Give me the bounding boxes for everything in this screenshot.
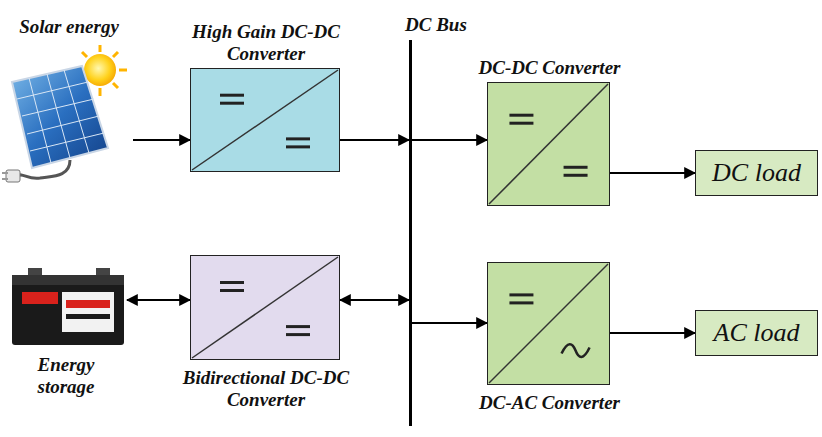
connector-arrow: [340, 139, 409, 141]
connector-arrow: [610, 172, 695, 174]
block-heading: Solar energy: [4, 16, 134, 38]
terminal: [96, 268, 110, 276]
solar-source: Solar energy: [5, 42, 133, 186]
sun: [84, 54, 116, 86]
connector-arrow: [412, 139, 487, 141]
connector-arrow: [127, 299, 190, 301]
converter-box: DC-AC Converter: [487, 262, 610, 385]
converter-box: Bidirectional DC-DC Converter: [190, 255, 340, 360]
load-box: DC load: [695, 150, 818, 196]
diagonal: [489, 84, 608, 204]
panel-grid: [17, 70, 104, 163]
dc-sign: [509, 114, 533, 117]
terminal: [28, 268, 42, 276]
battery-body: [12, 275, 124, 345]
battery-picture: [12, 268, 124, 345]
dc-sign: [220, 94, 244, 97]
block-heading: Energy storage: [11, 354, 121, 398]
converter-symbol: [192, 257, 338, 358]
dc-sign: [564, 174, 588, 177]
dc-sign: [220, 102, 244, 105]
battery-label: [62, 292, 114, 332]
solar-panel-picture: [2, 45, 127, 182]
block-heading: DC Bus: [405, 14, 495, 36]
dc-sign: [286, 325, 310, 328]
converter-symbol: [489, 264, 608, 383]
converter-box: High Gain DC-DC Converter: [190, 68, 340, 172]
converter-box: DC-DC Converter: [487, 82, 610, 206]
load-label: AC load: [714, 318, 800, 348]
diagonal: [489, 264, 608, 383]
dc-sign: [286, 333, 310, 336]
storage-source: Energy storage: [5, 266, 127, 346]
diagonal: [192, 70, 338, 170]
diagonal: [192, 257, 338, 358]
dc-sign: [220, 289, 244, 292]
dc-sign: [509, 301, 533, 304]
block-heading: DC-DC Converter: [465, 57, 635, 79]
load-box: AC load: [695, 310, 818, 356]
cable: [18, 160, 70, 178]
dc-sign: [220, 281, 244, 284]
converter-symbol: [192, 70, 338, 170]
plug: [6, 170, 20, 182]
dc-sign: [509, 293, 533, 296]
dc-sign: [509, 122, 533, 125]
connector-arrow: [133, 139, 190, 141]
block-heading: DC-AC Converter: [465, 392, 635, 414]
converter-symbol: [489, 84, 608, 204]
dc-sign: [286, 145, 310, 148]
panel: [12, 66, 108, 168]
dc-bus: DC Bus: [409, 40, 412, 426]
dc-sign: [286, 137, 310, 140]
connector-arrow: [412, 322, 487, 324]
block-heading: High Gain DC-DC Converter: [178, 21, 354, 65]
connector-arrow: [610, 332, 695, 334]
block-heading: Bidirectional DC-DC Converter: [178, 367, 354, 411]
load-label: DC load: [712, 158, 801, 188]
connector-arrow: [340, 299, 409, 301]
ac-sign: [562, 344, 590, 357]
dc-sign: [564, 166, 588, 169]
battery-label: [22, 292, 58, 304]
